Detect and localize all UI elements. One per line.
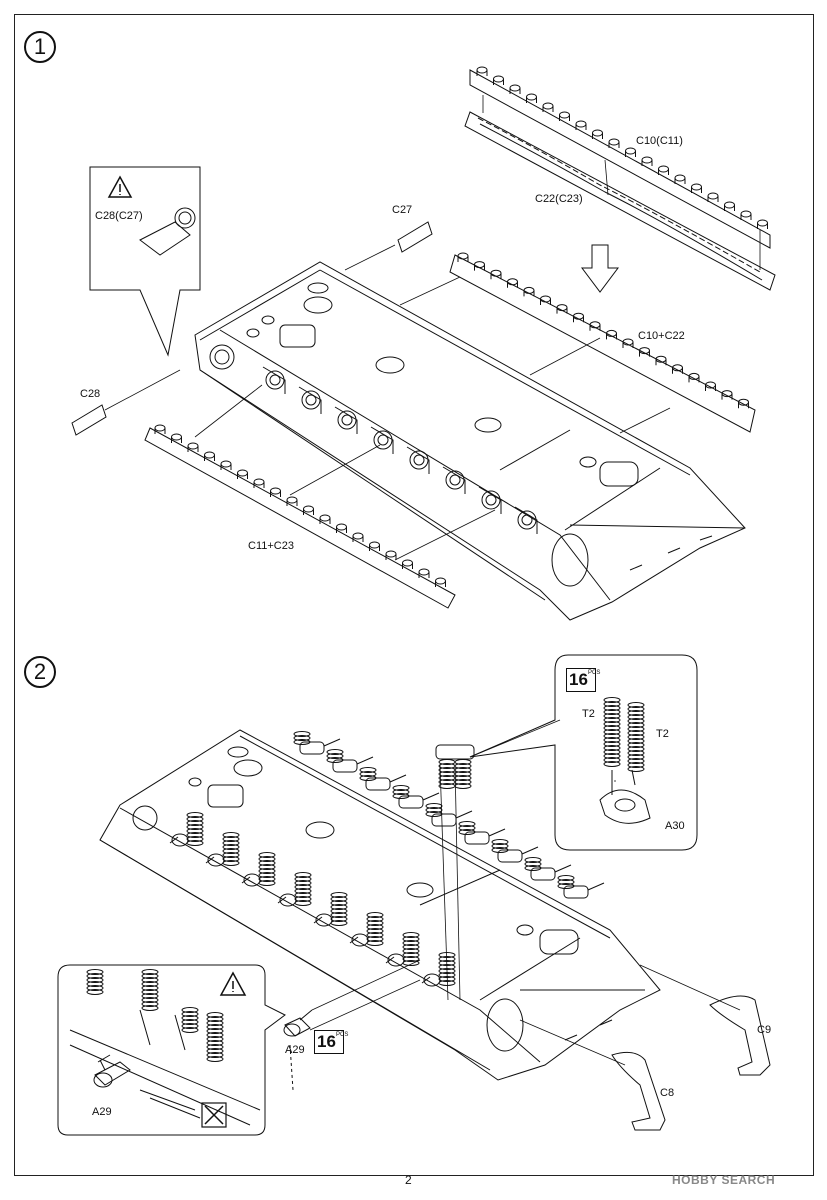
label-a29-main: A29 (285, 1044, 305, 1056)
label-a30: A30 (665, 820, 685, 832)
label-c22-c23: C22(C23) (535, 193, 583, 205)
label-t2-left: T2 (582, 708, 595, 720)
part-spring-assembly (435, 744, 475, 789)
quantity-value: 16 (569, 670, 588, 689)
part-a29 (283, 1009, 313, 1091)
part-c28 (71, 404, 107, 436)
label-c28-c27: C28(C27) (95, 210, 143, 222)
label-c10-c22: C10+C22 (638, 330, 685, 342)
step-number-1: 1 (24, 31, 56, 63)
quantity-value-2: 16 (317, 1032, 336, 1051)
down-arrow-icon (581, 244, 619, 293)
part-c10-strip (469, 66, 771, 249)
detail-callout-step1 (89, 166, 201, 357)
detail-callout-a29 (57, 964, 286, 1136)
page-frame (14, 14, 814, 1176)
part-c27 (397, 221, 433, 253)
label-c10-c11: C10(C11) (636, 135, 683, 147)
no-glue-icon (201, 1102, 227, 1128)
hull-body-step2 (99, 729, 661, 1081)
label-c28: C28 (80, 388, 101, 400)
quantity-suffix-2: PCS (336, 1032, 349, 1038)
label-t2-right: T2 (656, 728, 669, 740)
part-c11-c23-strip (144, 424, 456, 609)
label-c8: C8 (660, 1087, 675, 1099)
caution-icon-step2 (219, 971, 247, 996)
part-c8 (611, 1051, 666, 1131)
label-c11-c23: C11+C23 (248, 540, 294, 552)
quantity-suffix: PCS (588, 670, 601, 676)
page-number: 2 (405, 1173, 412, 1187)
part-c9 (709, 995, 771, 1076)
step-number-2: 2 (24, 656, 56, 688)
part-c22-strip (464, 111, 776, 291)
label-c9: C9 (757, 1024, 772, 1036)
label-a29-detail: A29 (92, 1106, 112, 1118)
watermark: HOBBY SEARCH (672, 1173, 776, 1187)
detail-callout-t2-a30 (469, 654, 698, 851)
part-c10-c22-strip (449, 252, 756, 433)
label-c27: C27 (392, 204, 413, 216)
caution-icon (107, 175, 133, 198)
hull-body-step1 (194, 261, 746, 621)
